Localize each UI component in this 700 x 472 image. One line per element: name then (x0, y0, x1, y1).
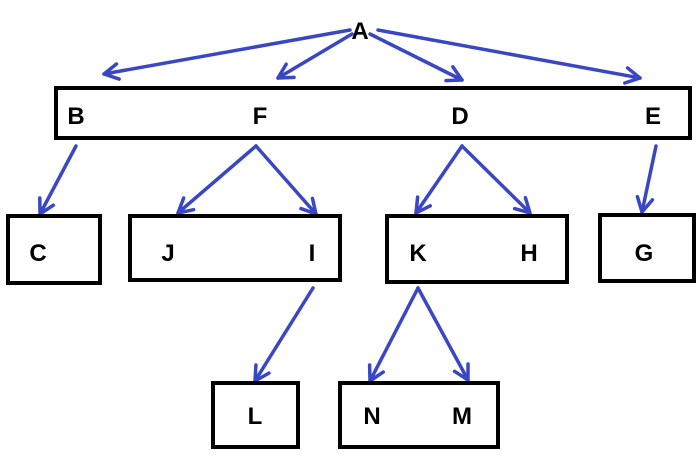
arrow-i-l (253, 286, 315, 383)
node-m: M (452, 403, 472, 430)
arrow-e-g (635, 144, 658, 214)
node-d: D (451, 103, 468, 130)
arrow-d-h (460, 144, 532, 215)
arrow-f-i (254, 144, 318, 216)
node-k: K (409, 240, 427, 267)
arrowhead (512, 195, 532, 215)
arrow-f-j (176, 144, 258, 215)
node-h: H (520, 240, 537, 267)
node-l: L (248, 403, 263, 430)
box-level-1 (54, 86, 692, 140)
arrowhead (176, 196, 196, 215)
node-c: C (29, 240, 46, 267)
arrow-k-n (367, 286, 420, 383)
node-f: F (253, 103, 268, 130)
box-k-h (385, 214, 569, 284)
arrow-b-c (38, 144, 78, 216)
node-i: I (309, 240, 316, 267)
node-j: J (161, 240, 174, 267)
box-j-i (128, 214, 342, 282)
arrow-k-m (416, 286, 470, 382)
arrowhead (444, 65, 464, 83)
arrow-a-f (276, 32, 354, 80)
box-c (6, 214, 102, 285)
edges-layer (38, 28, 658, 383)
box-n-m (338, 381, 500, 449)
arrowhead (102, 62, 121, 81)
arrow-d-k (414, 144, 464, 215)
box-g (598, 213, 696, 283)
arrowhead (414, 195, 433, 215)
node-a: A (351, 18, 368, 45)
arrow-a-e (376, 28, 642, 85)
node-n: N (363, 403, 380, 430)
arrowhead (635, 194, 655, 214)
arrow-a-d (368, 32, 464, 83)
node-e: E (645, 103, 661, 130)
node-b: B (67, 103, 84, 130)
box-l (211, 381, 300, 449)
arrowhead (452, 362, 470, 382)
node-g: G (635, 240, 654, 267)
arrowhead (623, 66, 642, 85)
arrowhead (276, 62, 296, 80)
arrow-a-b (102, 28, 352, 81)
